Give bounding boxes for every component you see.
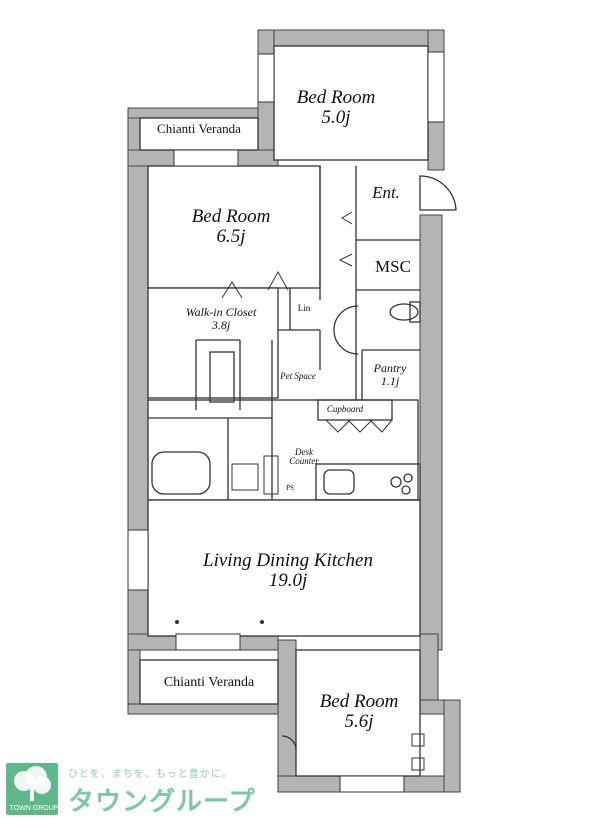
room-name: Bed Room: [296, 87, 376, 108]
desk-counter-label: Desk Counter: [289, 447, 319, 467]
brand-logo-text: TOWN GROUP: [9, 805, 59, 812]
room-size: 1.1j: [380, 373, 400, 388]
room-size: 3.8j: [211, 317, 231, 332]
ldk-marker-left: [175, 620, 179, 624]
ldk-marker-right: [260, 620, 264, 624]
room-size: 5.6j: [344, 710, 374, 732]
brand-footer: TOWN GROUP ひとを、まちを、もっと豊かに。 タウングループ: [0, 757, 260, 818]
linen-label: Lin: [297, 303, 311, 313]
room-name: Bed Room: [319, 691, 399, 712]
ps-label: PS: [286, 484, 294, 492]
room-name: Bed Room: [191, 206, 271, 227]
pet-space-label: Pet Space: [280, 371, 316, 381]
room-size: 5.0j: [321, 106, 351, 128]
cupboard-label: Cupboard: [326, 404, 364, 414]
room-name: Walk-in Closet: [185, 305, 257, 319]
room-label-bed-south: Bed Room 5.6j: [304, 692, 414, 732]
brand-name: タウングループ: [68, 786, 256, 816]
room-label-bed-north: Bed Room 5.0j: [284, 88, 388, 128]
room-name: Pantry: [373, 361, 407, 375]
veranda-label-south: Chianti Veranda: [163, 675, 255, 690]
room-label-bed-west: Bed Room 6.5j: [176, 207, 286, 247]
entrance-label: Ent.: [372, 183, 400, 202]
room-size: 19.0j: [268, 569, 308, 591]
room-label-pantry: Pantry 1.1j: [362, 362, 418, 387]
room-label-ldk: Living Dining Kitchen 19.0j: [170, 551, 406, 591]
tree-logo-icon: [6, 763, 58, 815]
veranda-label-north: Chianti Veranda: [157, 121, 241, 136]
brand-tagline: ひとを、まちを、もっと豊かに。: [68, 769, 233, 780]
room-name: Living Dining Kitchen: [203, 550, 373, 571]
room-size: 6.5j: [216, 225, 246, 247]
windows: [127, 51, 445, 793]
msc-label: MSC: [375, 257, 411, 276]
fixtures: [221, 211, 425, 771]
room-label-closet: Walk-in Closet 3.8j: [166, 306, 276, 331]
interior-walls: [139, 45, 457, 777]
